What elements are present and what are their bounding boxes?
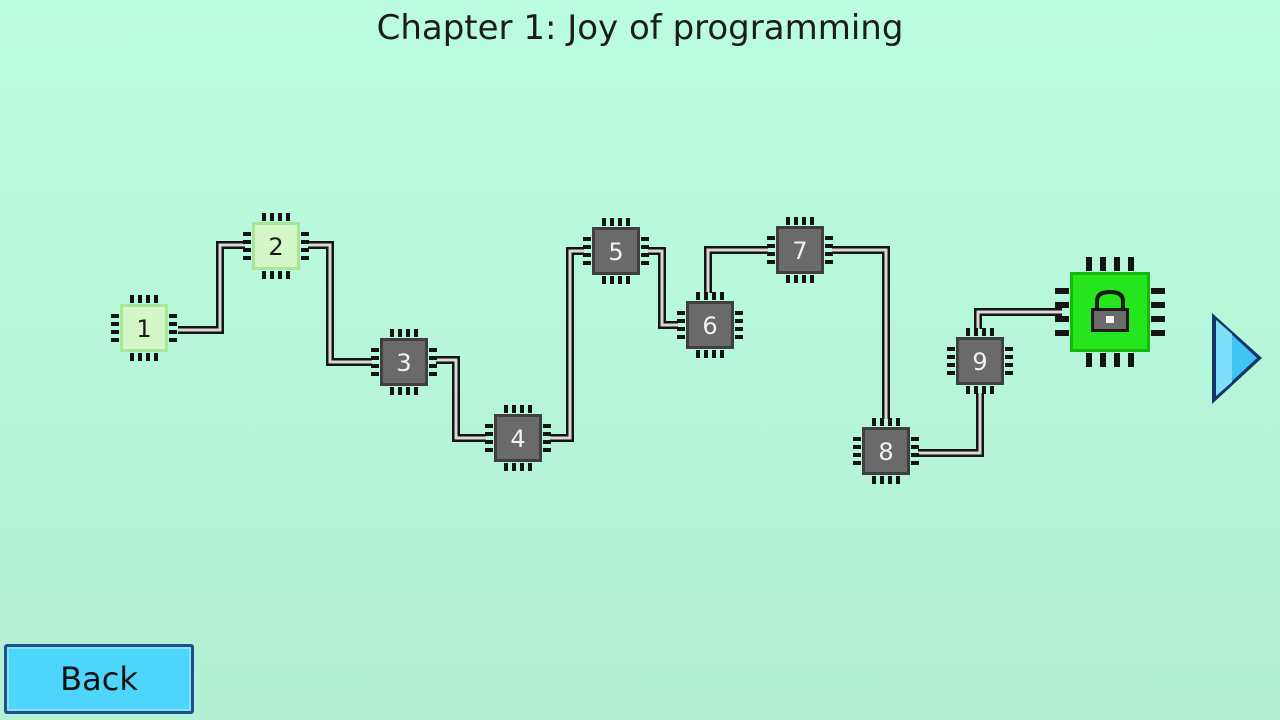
level-number: 3 bbox=[396, 349, 411, 377]
level-number: 1 bbox=[136, 315, 151, 343]
level-chip-4[interactable]: 4 bbox=[485, 405, 551, 471]
next-chapter-button[interactable] bbox=[1212, 313, 1262, 404]
back-button[interactable]: Back bbox=[4, 644, 194, 714]
level-chips: 1 2 3 4 5 6 7 8 9 bbox=[111, 213, 1165, 484]
chapter-title: Chapter 1: Joy of programming bbox=[376, 8, 904, 48]
boss-level-chip[interactable] bbox=[1055, 257, 1165, 367]
level-number: 9 bbox=[972, 348, 987, 376]
level-number: 6 bbox=[702, 312, 717, 340]
level-chip-9[interactable]: 9 bbox=[947, 328, 1013, 394]
level-chip-1[interactable]: 1 bbox=[111, 295, 177, 361]
level-chip-3[interactable]: 3 bbox=[371, 329, 437, 395]
level-chip-8[interactable]: 8 bbox=[853, 418, 919, 484]
level-number: 7 bbox=[792, 237, 807, 265]
circuit-wires bbox=[178, 241, 1062, 457]
level-number: 2 bbox=[268, 233, 283, 261]
level-chip-7[interactable]: 7 bbox=[767, 217, 833, 283]
level-chip-6[interactable]: 6 bbox=[677, 292, 743, 358]
level-chip-5[interactable]: 5 bbox=[583, 218, 649, 284]
level-number: 4 bbox=[510, 425, 525, 453]
level-number: 8 bbox=[878, 438, 893, 466]
level-number: 5 bbox=[608, 238, 623, 266]
padlock-icon bbox=[1091, 289, 1129, 332]
level-chip-2[interactable]: 2 bbox=[243, 213, 309, 279]
